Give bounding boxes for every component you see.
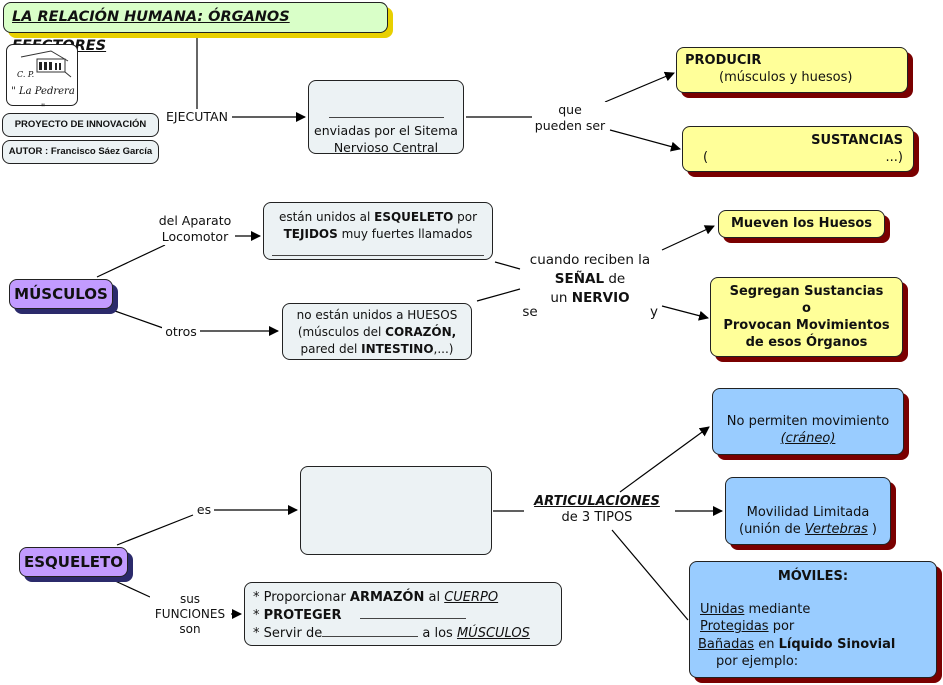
signal-t2: de: [604, 271, 626, 287]
articulaciones-link: ARTICULACIONES de 3 TIPOS: [524, 494, 670, 526]
line-esqueleto-funciones: [112, 579, 151, 598]
signal-se: se: [520, 304, 540, 320]
sustancias-box[interactable]: SUSTANCIAS ( ...): [682, 126, 914, 172]
no-permiten-box[interactable]: No permiten movimiento (cráneo): [712, 388, 904, 455]
link-que-pueden: que pueden ser: [533, 102, 607, 134]
logo-line1: C. P.: [17, 70, 35, 79]
funciones-l3: son: [179, 622, 201, 636]
other-t2: (músculos del: [297, 325, 386, 339]
function-row-3: * Servir de a los MÚSCULOS: [253, 624, 530, 641]
articulaciones-sub: de 3 TIPOS: [561, 510, 633, 525]
line-esqueleto-es: [116, 514, 194, 546]
arrow-sustancias: [609, 129, 681, 152]
function-row-2: * PROTEGER: [253, 606, 553, 624]
sustancias-close: ...): [885, 150, 903, 165]
segregan-l4: de esos Órganos: [745, 335, 868, 350]
functions-box[interactable]: * Proporcionar ARMAZÓN al CUERPO * PROTE…: [244, 582, 562, 646]
mueven-box[interactable]: Mueven los Huesos: [718, 210, 885, 238]
moviles-r3: Bañadas en Líquido Sinovial: [698, 636, 896, 652]
link-ejecutan: EJECUTAN: [164, 109, 230, 125]
arrow-mueven: [661, 225, 715, 251]
other-b2: INTESTINO: [361, 342, 434, 356]
line-skeletal-signal: [494, 261, 521, 270]
link-aparato: del Aparato Locomotor: [155, 213, 235, 245]
signal-b2: NERVIO: [571, 290, 630, 306]
movilidad-l1: Movilidad Limitada: [746, 505, 870, 520]
producir-sub: (músculos y huesos): [719, 70, 853, 85]
mueven-label: Mueven los Huesos: [730, 216, 873, 231]
other-t1: no están unidos a HUESOS: [296, 308, 458, 322]
other-b1: CORAZÓN,: [385, 325, 457, 339]
movilidad-l2: (unión de Vertebras ): [739, 522, 877, 537]
skeletal-t2: por: [453, 210, 478, 224]
skeletal-t1: están unidos al: [278, 210, 375, 224]
orders-blank: [328, 103, 444, 118]
signal-t3: un: [550, 290, 572, 306]
signal-b1: SEÑAL: [554, 271, 605, 287]
arrow-segregan: [661, 305, 709, 321]
orders-text: enviadas por el Sitema Nervioso Central: [314, 123, 458, 155]
logo-line2: " La Pedrera ": [11, 86, 75, 114]
musculos-node[interactable]: MÚSCULOS: [9, 279, 113, 309]
line-moviles: [611, 529, 689, 621]
sustancias-title: SUSTANCIAS: [811, 133, 903, 148]
title-node[interactable]: LA RELACIÓN HUMANA: ÓRGANOS EFECTORES: [3, 2, 388, 54]
skeletal-b1: ESQUELETO: [374, 210, 454, 224]
segregan-l2: o: [802, 301, 811, 316]
function-row-1: * Proporcionar ARMAZÓN al CUERPO: [253, 590, 499, 605]
no-permiten-l1: No permiten movimiento: [726, 414, 890, 429]
sustancias-blank-row: ( ...): [693, 149, 903, 166]
protect-blank: [359, 606, 466, 619]
funciones-l2: FUNCIONES: [154, 607, 226, 621]
link-funciones: sus FUNCIONES son: [150, 592, 230, 637]
other-t3: pared del: [300, 342, 362, 356]
moviles-box[interactable]: MÓVILES: Unidas mediante Protegidas por …: [689, 561, 937, 678]
serve-blank: [322, 624, 419, 637]
skeleton-definition-box[interactable]: [300, 466, 492, 555]
school-building-icon: [20, 50, 72, 78]
esqueleto-node[interactable]: ESQUELETO: [19, 547, 128, 577]
signal-t1: cuando reciben la: [529, 252, 651, 268]
link-otros: otros: [162, 324, 200, 340]
moviles-r2: Protegidas por: [700, 619, 795, 634]
line-musculos-otros: [114, 310, 164, 329]
skeletal-b2: TEJIDOS: [283, 227, 338, 241]
moviles-r1: Unidas mediante: [700, 601, 811, 617]
other-t4: ,...): [433, 342, 454, 356]
arrow-no-permiten: [619, 426, 710, 493]
skeletal-t3: muy fuertes llamados: [337, 227, 473, 241]
orders-box[interactable]: enviadas por el Sitema Nervioso Central: [308, 80, 464, 155]
no-permiten-l2: (cráneo): [780, 431, 836, 446]
sustancias-open: (: [703, 150, 709, 165]
funciones-l1: sus: [179, 592, 201, 606]
movilidad-box[interactable]: Movilidad Limitada (unión de Vertebras ): [725, 477, 891, 545]
segregan-l1: Segregan Sustancias: [729, 284, 884, 299]
moviles-r4: por ejemplo:: [716, 654, 799, 669]
arrow-producir: [604, 71, 675, 103]
signal-link: cuando reciben la SEÑAL de un NERVIO: [522, 251, 658, 308]
project-label-text: PROYECTO DE INNOVACIÓN: [14, 119, 147, 130]
producir-box[interactable]: PRODUCIR (músculos y huesos): [676, 47, 908, 93]
other-muscle-box[interactable]: no están unidos a HUESOS (músculos del C…: [282, 303, 472, 360]
moviles-title: MÓVILES:: [777, 569, 849, 584]
articulaciones-title: ARTICULACIONES: [534, 494, 660, 509]
skeletal-muscle-box[interactable]: están unidos al ESQUELETO por TEJIDOS mu…: [263, 202, 493, 260]
skeletal-blank: [272, 243, 484, 256]
project-label[interactable]: PROYECTO DE INNOVACIÓN: [2, 113, 159, 137]
author-label-text: AUTOR : Francisco Sáez García: [8, 146, 153, 157]
musculos-label: MÚSCULOS: [14, 285, 108, 303]
signal-y: y: [648, 304, 660, 320]
esqueleto-label: ESQUELETO: [23, 553, 124, 571]
segregan-l3: Provocan Movimientos: [723, 318, 890, 333]
line-musculos-aparato: [96, 244, 166, 278]
producir-title: PRODUCIR: [685, 53, 762, 68]
line-other-signal: [476, 288, 521, 302]
school-logo: C. P. " La Pedrera ": [6, 44, 78, 114]
segregan-box[interactable]: Segregan Sustancias o Provocan Movimient…: [710, 277, 903, 357]
link-es: es: [194, 502, 214, 518]
author-label[interactable]: AUTOR : Francisco Sáez García: [2, 140, 159, 164]
